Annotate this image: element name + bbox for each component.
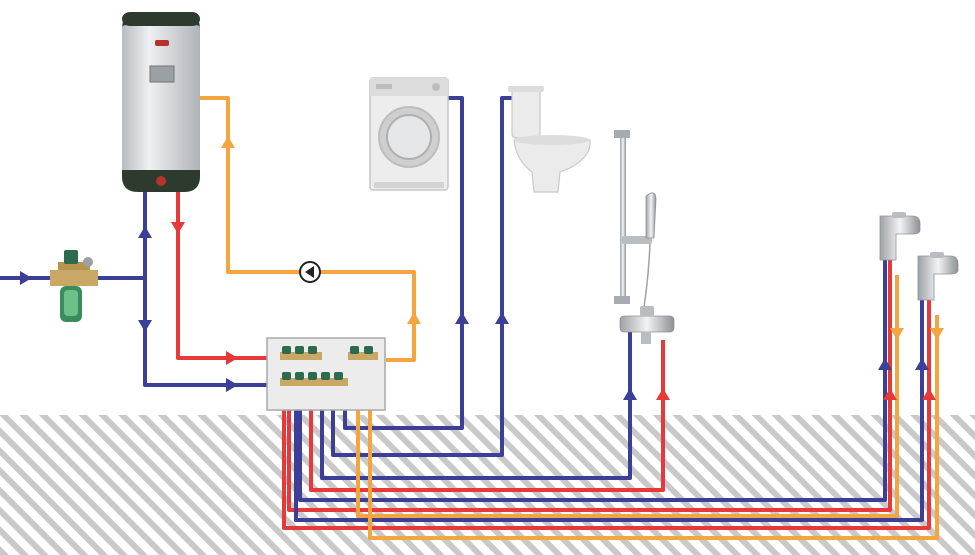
arrow-circ-up [221, 136, 235, 148]
washing-machine-icon [369, 77, 449, 191]
pipe-hot-basin-2 [282, 300, 931, 530]
pipe-cold-toilet [331, 96, 512, 457]
pipe-hot-basin-1 [287, 260, 892, 512]
toilet-icon [508, 86, 591, 193]
arrow-shower-hot-up [656, 388, 670, 400]
arrow-toilet-up [495, 312, 509, 324]
basin-tap-icon [879, 212, 921, 261]
pipe-cold-washing-machine [343, 96, 464, 430]
arrow-washing-up [455, 312, 469, 324]
water-heater-icon [122, 12, 200, 192]
arrow-basin1-hot-up [883, 388, 897, 400]
shower-icon [614, 130, 675, 344]
pipe-cold-basin-1 [298, 260, 887, 502]
arrow-basin1-circ-down [890, 328, 904, 340]
arrow-basin1-cold-up [878, 358, 892, 370]
arrow-cold-up-boiler [138, 226, 152, 238]
arrow-shower-cold-up [623, 388, 637, 400]
pipe-circ-basin-2 [368, 315, 939, 540]
arrow-basin2-cold-up [915, 358, 929, 370]
manifold-icon [266, 337, 386, 411]
arrow-hot-down [171, 222, 185, 234]
pipe-cold-to-boiler [143, 190, 268, 387]
arrow-cold-to-manifold [226, 378, 238, 392]
floor [0, 415, 975, 555]
pipe-cold-shower [320, 330, 632, 480]
arrow-hot-to-manifold [226, 351, 238, 365]
arrow-cold-inlet [20, 271, 32, 285]
arrow-basin2-circ-down [930, 328, 944, 340]
pipe-cold-basin-2 [294, 300, 924, 522]
basin-tap-icon-2 [917, 252, 959, 301]
circulation-pump-icon [299, 261, 321, 283]
pipes [0, 96, 939, 540]
water-filter-icon [50, 250, 98, 322]
pipe-hot-shower [309, 340, 665, 492]
arrow-circ-up-2 [407, 312, 421, 324]
arrow-basin2-hot-up [922, 388, 936, 400]
arrow-cold-down [138, 320, 152, 332]
pipe-circ-basin-1 [356, 275, 899, 518]
flow-arrows [20, 136, 944, 400]
